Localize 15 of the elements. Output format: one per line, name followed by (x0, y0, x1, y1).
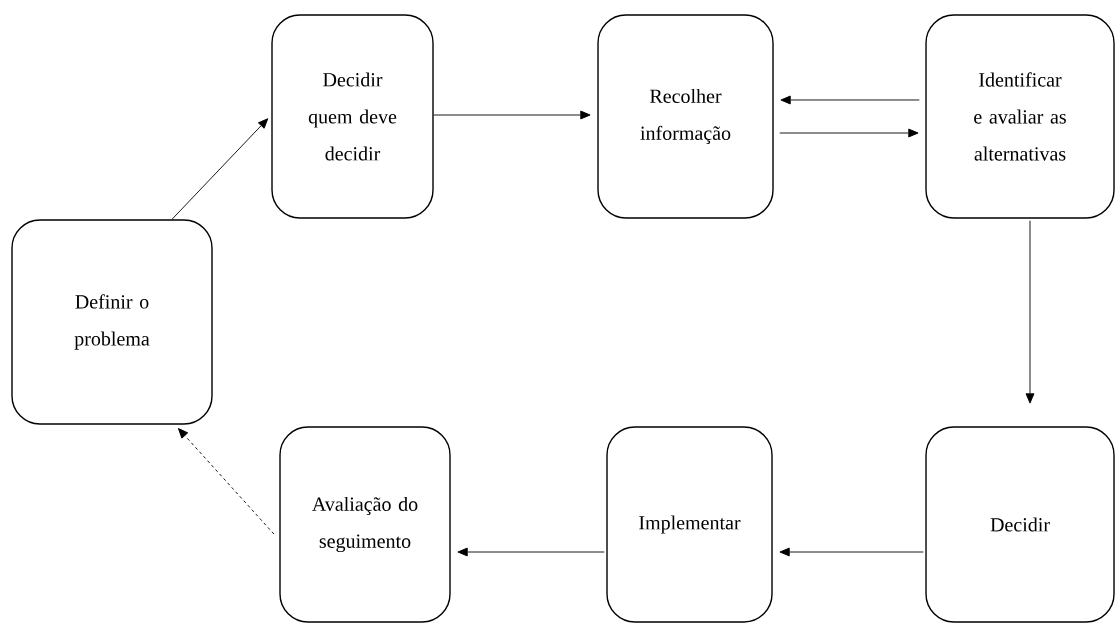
process-box: Avaliação do seguimento (279, 426, 451, 623)
arrow (779, 128, 919, 138)
arrow (178, 428, 275, 535)
arrow (171, 118, 269, 220)
process-box: Definir o problema (11, 219, 213, 425)
process-box: Recolher informação (597, 14, 774, 219)
arrow (1025, 220, 1035, 404)
arrow (779, 547, 924, 557)
process-box: Identificar e avaliar as alternativas (925, 14, 1115, 219)
process-box: Decidir (925, 426, 1115, 623)
arrow (457, 547, 605, 557)
arrow (433, 110, 591, 120)
process-box: Implementar (606, 426, 773, 623)
arrow (780, 95, 920, 105)
process-box: Decidir quem deve decidir (271, 14, 434, 219)
